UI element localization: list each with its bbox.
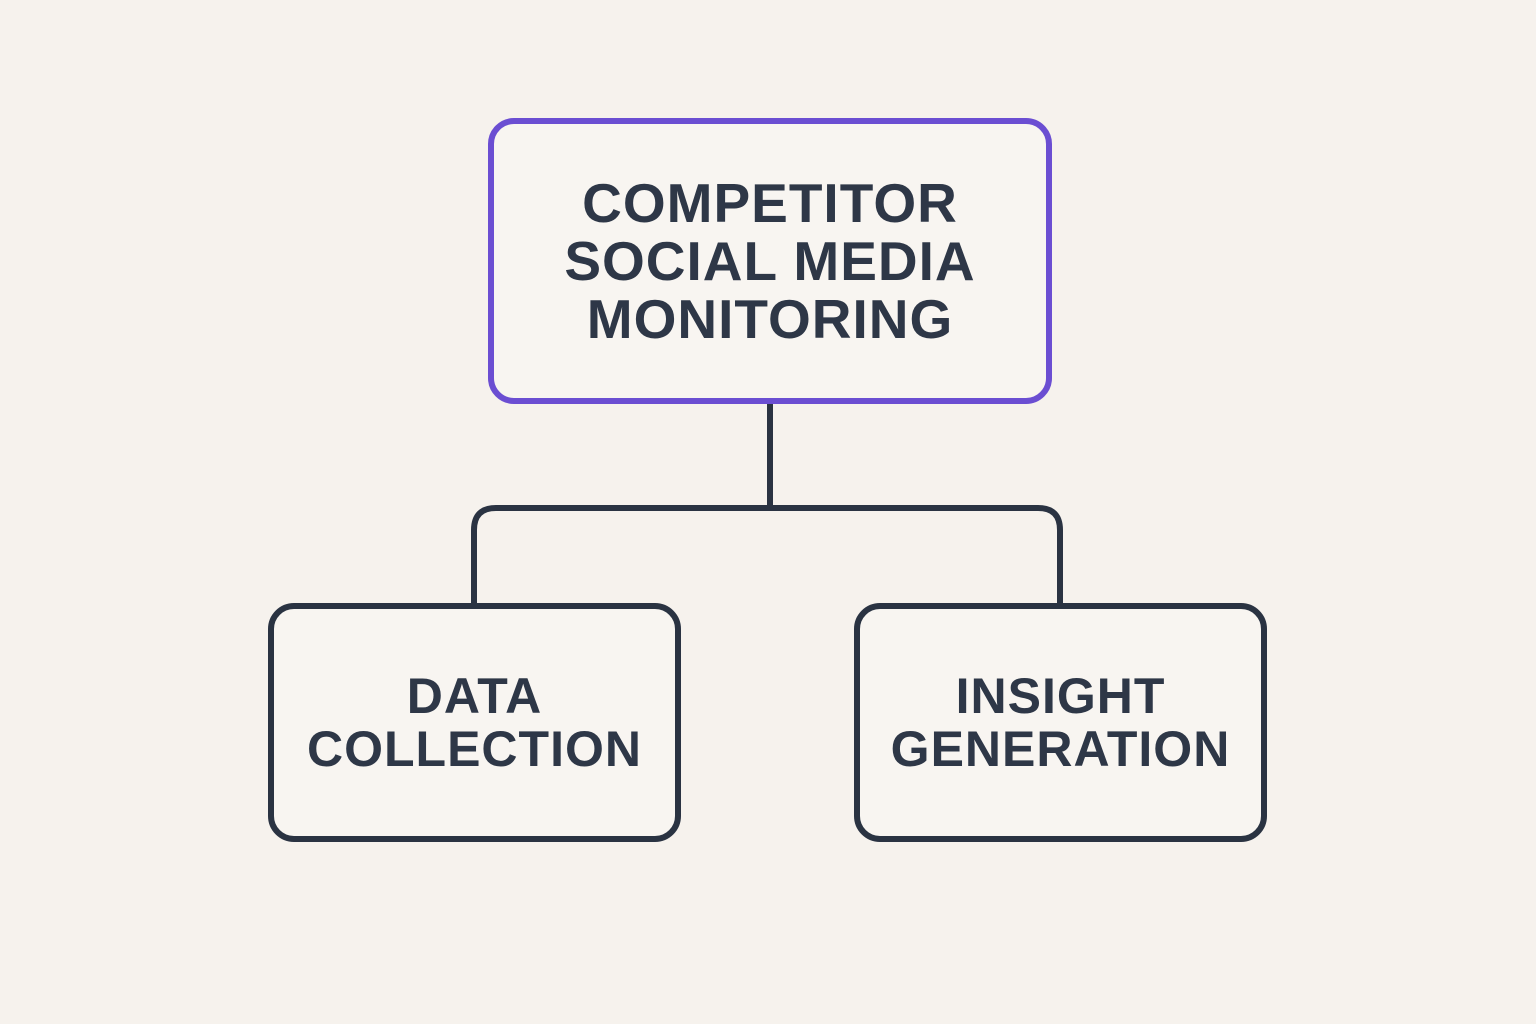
node-competitor-social-media-monitoring: COMPETITOR SOCIAL MEDIA MONITORING (488, 118, 1052, 404)
node-insight-generation: INSIGHT GENERATION (854, 603, 1267, 842)
node-data-collection: DATA COLLECTION (268, 603, 681, 842)
node-label-data-collection: DATA COLLECTION (307, 667, 642, 777)
connector-branch-bracket (471, 505, 1063, 606)
node-label-insight-generation: INSIGHT GENERATION (890, 667, 1231, 777)
node-label-competitor-social-media-monitoring: COMPETITOR SOCIAL MEDIA MONITORING (564, 171, 976, 351)
